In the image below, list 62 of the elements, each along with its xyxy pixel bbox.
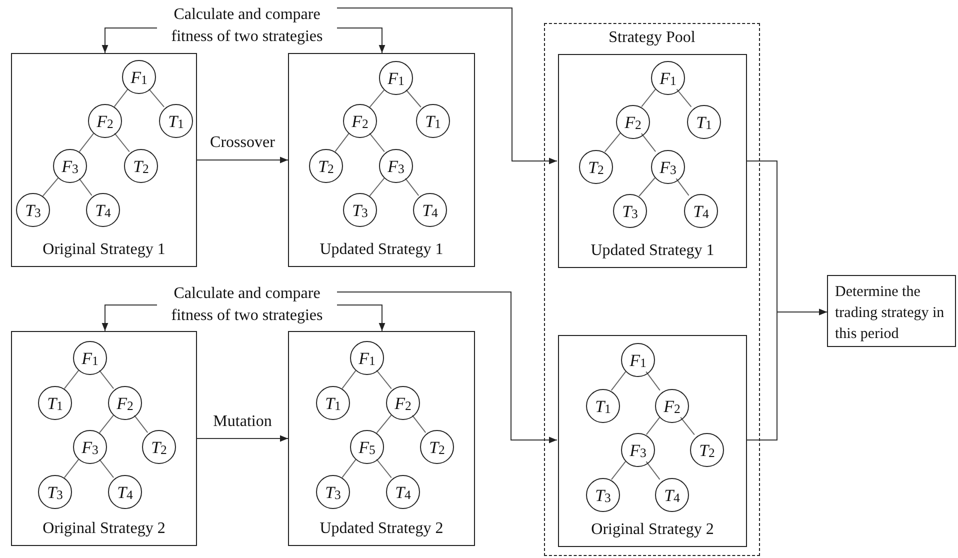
tree-branch-line [99,414,114,434]
connector-arrow [102,304,158,332]
tree-branch-line [376,458,392,478]
tree-branch-line [610,371,626,391]
tree-branch-line [646,416,660,436]
annotation-text: Calculate and compare fitness of two strategies [157,4,337,50]
tree-branch-line [412,414,426,434]
strategy-box [288,53,475,267]
connector-arrow [196,156,288,164]
box-caption: Original Strategy 2 [590,520,715,540]
box-caption: Updated Strategy 2 [318,519,444,539]
tree-branch-line [646,371,660,391]
tree-branch-line [78,178,92,196]
tree-branch-line [680,416,695,436]
tree-branch-line [114,88,128,108]
box-caption: Updated Strategy 1 [590,241,716,261]
tree-branch-line [334,133,350,152]
connector-arrow [336,292,558,444]
box-caption: Updated Strategy 1 [318,240,444,260]
strategy-box [11,331,197,546]
tree-branch-line [78,132,94,152]
connector-arrow [196,435,288,442]
tree-branch-line [369,90,385,108]
tree-branch-line [369,178,385,196]
tree-branch-line [98,370,114,390]
annotation-text: Calculate and compare fitness of two strategies [157,283,337,329]
tree-branch-line [134,414,148,434]
tree-branch-line [64,458,80,478]
tree-branch-line [604,132,621,152]
dashed-group-box [544,23,760,556]
process-box: Determine the trading strategy in this period [827,275,956,347]
tree-branch-line [369,132,385,152]
tree-branch-line [676,178,690,196]
tree-branch-line [98,458,114,478]
strategy-box [558,335,747,547]
box-caption: Original Strategy 2 [42,519,166,539]
tree-branch-line [376,370,392,390]
group-title: Strategy Pool [608,28,696,48]
tree-branch-line [641,88,656,108]
tree-branch-line [638,177,656,197]
connector-arrow [336,8,558,164]
tree-branch-line [342,370,356,389]
connector-arrow [336,28,386,54]
tree-branch-line [342,459,356,478]
tree-branch-line [640,132,656,152]
tree-branch-line [114,132,130,152]
tree-branch-line [676,88,692,108]
tree-branch-line [148,88,165,108]
connector-arrow [746,308,828,440]
connector-arrow [336,304,386,332]
tree-branch-line [406,89,422,108]
tree-branch-line [64,370,80,390]
tree-branch-line [610,460,626,480]
tree-branch-line [404,178,420,196]
strategy-box [558,54,747,268]
box-caption: Original Strategy 1 [42,240,166,260]
tree-branch-line [42,178,59,196]
strategy-box [288,331,475,546]
tree-branch-line [646,461,660,480]
connector-arrow [102,28,158,54]
tree-branch-line [376,414,392,434]
strategy-box [11,53,197,267]
